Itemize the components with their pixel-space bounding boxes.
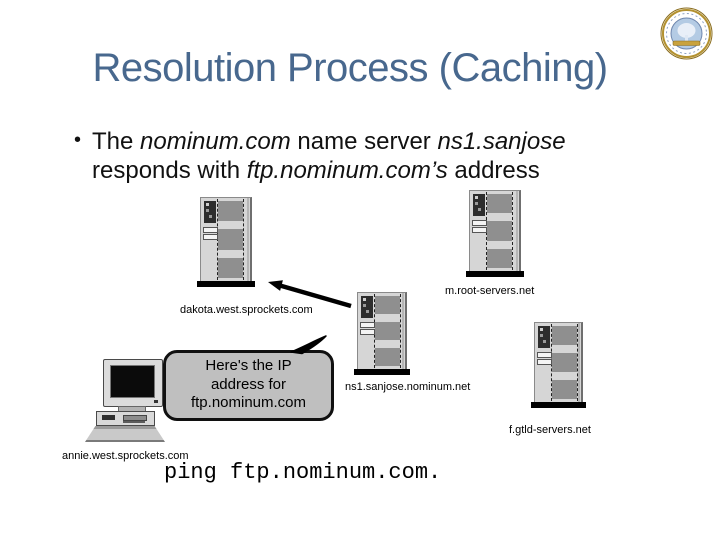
server-tower-icon-dakota [197, 197, 255, 287]
seal-icon [660, 7, 713, 60]
server-body [200, 197, 252, 282]
bubble-line: Here's the IP [205, 357, 292, 374]
server-panels [374, 294, 401, 368]
bullet-line-1: The nominum.com name server ns1.sanjose [92, 127, 614, 156]
monitor [103, 359, 163, 407]
slide-title: Resolution Process (Caching) [92, 46, 608, 90]
text-segment-italic: ftp.nominum.com’s [246, 157, 448, 184]
server-base [466, 271, 524, 277]
server-base [531, 402, 586, 408]
server-panels [486, 192, 513, 270]
speech-bubble: Here's the IP address for ftp.nominum.co… [163, 350, 334, 421]
bullet-item: • The nominum.com name server ns1.sanjos… [74, 127, 614, 185]
university-seal-logo [660, 7, 713, 60]
server-panels [217, 199, 244, 280]
response-arrow [268, 280, 352, 309]
server-body [534, 322, 583, 403]
bubble-line: ftp.nominum.com [190, 394, 307, 411]
text-segment: name server [290, 128, 438, 155]
server-tower-icon-gtld [531, 322, 586, 408]
text-segment: address [447, 157, 540, 184]
server-label-dakota: dakota.west.sprockets.com [180, 304, 313, 316]
monitor-screen [110, 365, 155, 398]
server-panels [551, 324, 578, 401]
server-body [469, 190, 521, 272]
server-tower-icon-ns1 [354, 292, 410, 375]
server-label-root: m.root-servers.net [445, 285, 535, 297]
text-segment: The [92, 128, 141, 155]
text-segment-italic: ns1.sanjose [437, 128, 566, 155]
server-label-ns1: ns1.sanjose.nominum.net [345, 381, 471, 393]
server-tower-icon-root [466, 190, 524, 277]
server-base [197, 281, 255, 287]
server-base [354, 369, 410, 375]
text-segment-italic: nominum.com [140, 128, 291, 155]
bubble-line: address for [210, 375, 287, 393]
text-segment: responds with [92, 157, 247, 184]
client-label: annie.west.sprockets.com [62, 450, 189, 462]
bullet-line-2: responds with ftp.nominum.com’s address [92, 156, 614, 185]
desktop-computer-icon [85, 358, 167, 442]
ping-command-text: ping ftp.nominum.com. [164, 460, 442, 485]
bullet-marker: • [74, 129, 82, 151]
server-body [357, 292, 407, 370]
system-unit [96, 411, 155, 426]
server-label-gtld: f.gtld-servers.net [509, 424, 591, 436]
keyboard [85, 426, 165, 442]
